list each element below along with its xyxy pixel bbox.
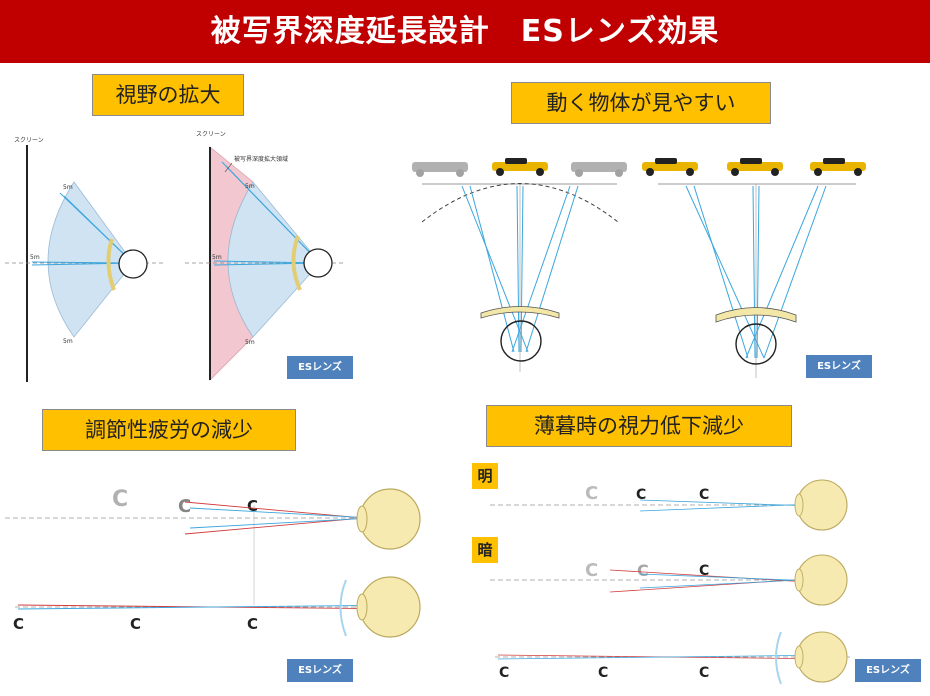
blurred-c-symbol: C bbox=[585, 483, 598, 504]
dist-label: 5m bbox=[245, 339, 255, 346]
lens bbox=[715, 307, 797, 323]
section-title-fatigue: 調節性疲労の減少 bbox=[42, 409, 296, 451]
eye bbox=[796, 554, 848, 606]
eye bbox=[735, 323, 777, 365]
dusk-diagram-bright: C C C bbox=[490, 479, 850, 531]
es-lens-badge: ESレンズ bbox=[287, 356, 353, 379]
fatigue-diagram-standard: C C C bbox=[5, 487, 421, 605]
c-symbol: C bbox=[636, 487, 646, 503]
race-car-icon bbox=[810, 158, 866, 176]
c-symbol: C bbox=[598, 665, 608, 681]
section-title-fov: 視野の拡大 bbox=[92, 74, 244, 116]
lens bbox=[480, 306, 560, 319]
race-car-icon bbox=[412, 162, 468, 177]
moving-diagram-standard bbox=[412, 158, 627, 372]
dusk-diagram-es: C C C bbox=[495, 631, 850, 685]
es-lens-badge: ESレンズ bbox=[287, 659, 353, 682]
moving-diagram-es bbox=[642, 158, 866, 378]
fov-diagram-es: スクリーン 被写界深度拡大領域 5m 5m 5m bbox=[185, 131, 345, 381]
fov-diagram-standard: スクリーン 5m 5m 5m bbox=[5, 137, 165, 382]
focus-arc bbox=[421, 183, 619, 223]
blurred-c-symbol: C bbox=[112, 487, 128, 512]
dof-area-label: 被写界深度拡大領域 bbox=[234, 155, 288, 163]
dist-label: 5m bbox=[212, 254, 222, 261]
race-car-icon bbox=[642, 158, 698, 176]
c-symbol: C bbox=[499, 665, 509, 681]
c-symbol: C bbox=[130, 615, 141, 633]
eye bbox=[500, 320, 542, 362]
dark-label: 暗 bbox=[472, 537, 498, 563]
c-symbol: C bbox=[699, 665, 709, 681]
screen-label: スクリーン bbox=[196, 131, 226, 138]
race-car-icon bbox=[492, 158, 548, 176]
dusk-diagram-dark: C C C bbox=[490, 554, 850, 606]
c-symbol: C bbox=[699, 563, 709, 579]
eye bbox=[359, 488, 421, 550]
race-car-icon bbox=[727, 158, 783, 176]
c-symbol: C bbox=[247, 497, 258, 515]
blurred-c-symbol: C bbox=[178, 496, 191, 517]
es-lens-badge: ESレンズ bbox=[806, 355, 872, 378]
section-title-moving: 動く物体が見やすい bbox=[511, 82, 771, 124]
eye bbox=[796, 631, 848, 683]
eye bbox=[359, 576, 421, 638]
lens bbox=[291, 235, 302, 291]
eye bbox=[303, 248, 333, 278]
c-symbol: C bbox=[247, 615, 258, 633]
dist-label: 5m bbox=[63, 184, 73, 191]
eye bbox=[118, 249, 148, 279]
es-lens-badge: ESレンズ bbox=[855, 659, 921, 682]
dist-label: 5m bbox=[245, 183, 255, 190]
section-title-dusk: 薄暮時の視力低下減少 bbox=[486, 405, 792, 447]
race-car-icon bbox=[571, 162, 627, 177]
dist-label: 5m bbox=[30, 254, 40, 261]
eye bbox=[796, 479, 848, 531]
blurred-c-symbol: C bbox=[637, 561, 649, 580]
lens bbox=[106, 238, 116, 291]
screen-label: スクリーン bbox=[14, 137, 44, 144]
fov-area bbox=[47, 181, 134, 338]
dist-label: 5m bbox=[63, 338, 73, 345]
c-symbol: C bbox=[699, 487, 709, 503]
page-title: 被写界深度延長設計 ESレンズ効果 bbox=[0, 0, 930, 63]
fatigue-diagram-es: C C C bbox=[13, 576, 421, 638]
blurred-c-symbol: C bbox=[585, 560, 598, 581]
bright-label: 明 bbox=[472, 463, 498, 489]
c-symbol: C bbox=[13, 615, 24, 633]
